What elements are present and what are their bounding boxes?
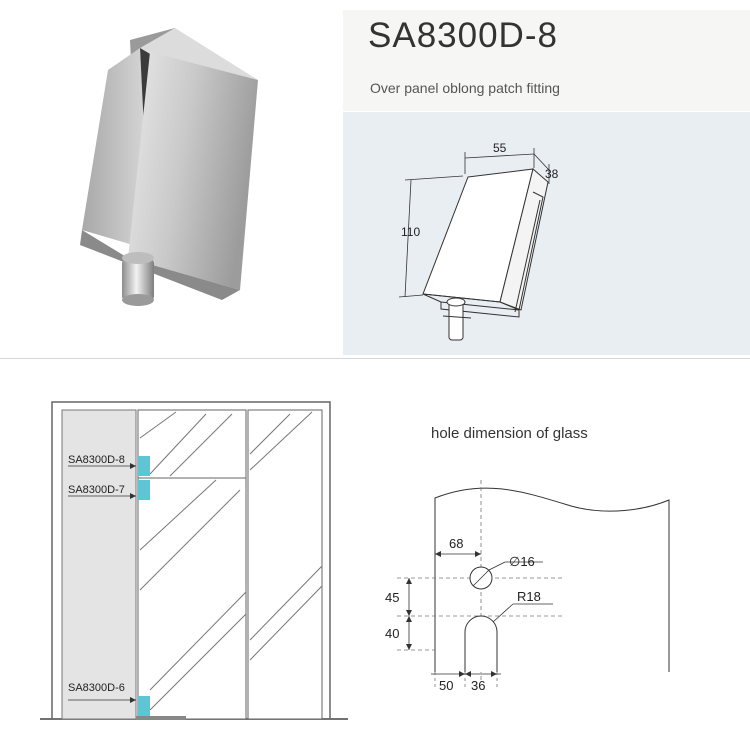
product-subtitle: Over panel oblong patch fitting [370, 80, 560, 96]
fitting-top-marker [138, 456, 150, 476]
label-sa8300d-8: SA8300D-8 [68, 454, 125, 466]
label-sa8300d-7: SA8300D-7 [68, 484, 125, 496]
hole-dimension-drawing: hole dimension of glass 68 ∅16 R18 45 40… [385, 425, 670, 693]
dim-hole-diameter: ∅16 [509, 554, 535, 569]
fitting-bottom-marker [138, 696, 150, 716]
dim-notch-radius: R18 [517, 589, 541, 604]
product-code-title: SA8300D-8 [368, 16, 558, 55]
fixed-side-panel [62, 410, 136, 719]
depth-dimension: 38 [545, 167, 559, 181]
width-dimension: 55 [493, 141, 507, 155]
door-elevation-drawing: SA8300D-8 SA8300D-7 SA8300D-6 [40, 401, 348, 720]
product-photo [80, 28, 258, 306]
dim-vertical-upper: 45 [385, 590, 399, 605]
fitting-line-drawing: 55 38 110 [398, 141, 559, 341]
title-panel: SA8300D-8 Over panel oblong patch fittin… [343, 10, 750, 111]
dim-bottom-right: 36 [471, 678, 485, 693]
height-dimension: 110 [401, 225, 420, 239]
hole-dimension-caption: hole dimension of glass [431, 425, 588, 442]
fitting-middle-marker [138, 480, 150, 500]
section-divider [0, 358, 750, 359]
label-sa8300d-6: SA8300D-6 [68, 682, 125, 694]
dim-vertical-lower: 40 [385, 626, 399, 641]
dim-edge-to-hole: 68 [449, 536, 463, 551]
dimension-drawing-panel: 55 38 110 [343, 112, 750, 355]
dim-bottom-left: 50 [439, 678, 453, 693]
